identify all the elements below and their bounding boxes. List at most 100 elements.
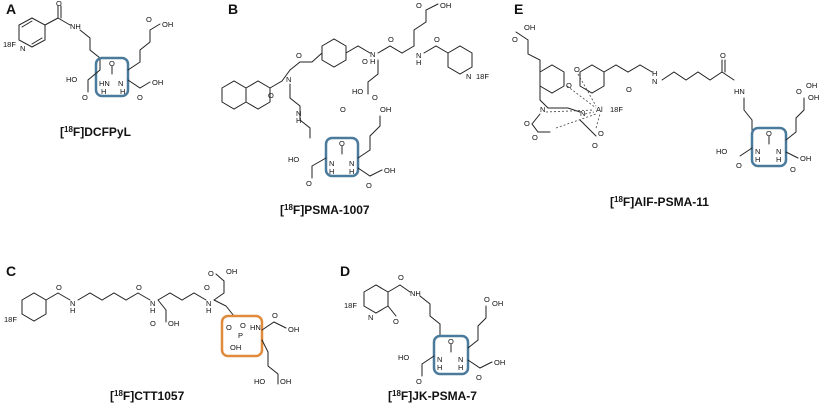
atom-label: H	[329, 167, 334, 176]
compound-caption: [18F]PSMA-1007	[280, 203, 370, 218]
atom-label: O	[796, 87, 802, 96]
atom-label: O	[362, 57, 368, 66]
atom-label: O	[790, 165, 796, 174]
atom-label: N	[118, 79, 123, 88]
atom-label: OH	[808, 93, 819, 102]
atom-label: O	[484, 295, 490, 304]
panel-d: D 18F N O O NH O N H N H HO O O OH	[340, 263, 505, 403]
compound-caption: [18F]CTT1057	[110, 389, 185, 404]
atom-label: HN	[734, 87, 745, 96]
atom-label: H	[458, 363, 463, 372]
atom-label: O	[388, 35, 394, 44]
urea-highlight-box	[750, 126, 788, 168]
atom-label: O	[109, 59, 115, 68]
atom-label: O	[56, 283, 62, 292]
atom-label: O	[136, 283, 142, 292]
atom-label: O	[736, 161, 742, 170]
panel-letter: C	[6, 263, 16, 279]
atom-label: NH	[70, 22, 81, 31]
panel-letter: B	[228, 1, 238, 17]
atom-label: HO	[398, 353, 409, 362]
atom-label: O	[306, 179, 312, 188]
atom-label: O	[766, 129, 772, 138]
atom-label: 18F	[610, 105, 623, 114]
atom-label: HO	[288, 155, 299, 164]
atom-label: OH	[230, 343, 241, 352]
atom-label: HN	[99, 79, 110, 88]
atom-label: Al	[596, 105, 603, 114]
atom-label: O	[476, 373, 482, 382]
atom-label: N	[437, 355, 442, 364]
atom-label: O	[512, 35, 518, 44]
atom-label: O	[720, 51, 726, 60]
atom-label: N	[329, 159, 334, 168]
atom-label: OH	[162, 20, 173, 29]
atom-label: 18F	[344, 301, 357, 310]
atom-label: N	[458, 355, 463, 364]
atom-label: H	[755, 155, 760, 164]
structure-jk-psma-7: 18F N O O NH O N H N H HO O O OH OH O	[344, 273, 505, 386]
atom-label: O	[592, 141, 598, 150]
phosphoramidate-highlight-box	[220, 314, 264, 358]
atom-label: O	[268, 91, 274, 100]
panel-letter: E	[514, 1, 523, 17]
atom-label: HO	[352, 87, 363, 96]
atom-label: OH	[440, 1, 451, 10]
atom-label: O	[208, 269, 214, 278]
atom-label: H	[120, 87, 125, 96]
panel-a: A 18F N O NH O HN N H H HO O	[3, 0, 173, 139]
panel-letter: A	[6, 1, 16, 17]
structure-psma-1007: O N N H O OH O N H O N 18F HO O O	[221, 1, 489, 190]
structure-alf-psma-11: OH O O O O H N N N Al 18F O	[512, 23, 819, 174]
atom-label: N	[755, 147, 760, 156]
atom-label: O	[416, 1, 422, 10]
pyridine-ring	[447, 45, 473, 75]
atom-label: O	[448, 337, 454, 346]
urea-highlight-box	[94, 56, 130, 98]
phenyl-ring	[21, 292, 47, 322]
atom-label: OH	[492, 299, 503, 308]
structure-dcfpyl: 18F N O NH O HN N H H HO O OH O	[3, 0, 173, 102]
atom-label: N	[370, 50, 375, 59]
atom-label: N	[70, 299, 75, 308]
atom-label: 18F	[4, 315, 17, 324]
atom-label: N	[466, 72, 471, 81]
atom-label: O	[416, 377, 422, 386]
atom-label: N	[776, 147, 781, 156]
panel-e: E OH O O O O H N N N Al 18F	[512, 1, 819, 209]
atom-label: O	[393, 317, 399, 326]
atom-label: OH	[226, 267, 237, 276]
atom-label: OH	[494, 358, 505, 367]
atom-label: OH	[380, 105, 391, 114]
phenol-ring	[579, 64, 605, 94]
atom-label: H	[776, 155, 781, 164]
urea-highlight-box	[324, 136, 360, 178]
atom-label: OH	[524, 23, 535, 32]
naphthalene-ring	[221, 80, 247, 110]
atom-label: N	[20, 44, 25, 53]
atom-label: OH	[806, 81, 817, 90]
urea-highlight-box	[432, 334, 470, 376]
compound-caption: [18F]JK-PSMA-7	[388, 389, 477, 404]
atom-label: N	[286, 75, 291, 84]
atom-label: HN	[250, 323, 261, 332]
atom-label: OH	[288, 325, 299, 334]
atom-label: H	[296, 116, 301, 125]
atom-label: N	[540, 105, 545, 114]
atom-label: H	[349, 167, 354, 176]
atom-label: OH	[168, 319, 179, 328]
atom-label: N	[652, 77, 657, 86]
atom-label: OH	[280, 377, 291, 386]
atom-label: O	[150, 319, 156, 328]
atom-label: O	[146, 15, 152, 24]
atom-label: N	[368, 313, 373, 322]
pyridine-ring	[18, 17, 46, 48]
atom-label: O	[574, 65, 580, 74]
atom-label: O	[524, 119, 530, 128]
atom-label: N	[296, 109, 301, 118]
atom-label: HO	[254, 377, 265, 386]
atom-label: O	[204, 283, 210, 292]
atom-label: O	[82, 93, 88, 102]
phenol-ring	[539, 64, 565, 94]
atom-label: HO	[66, 75, 77, 84]
